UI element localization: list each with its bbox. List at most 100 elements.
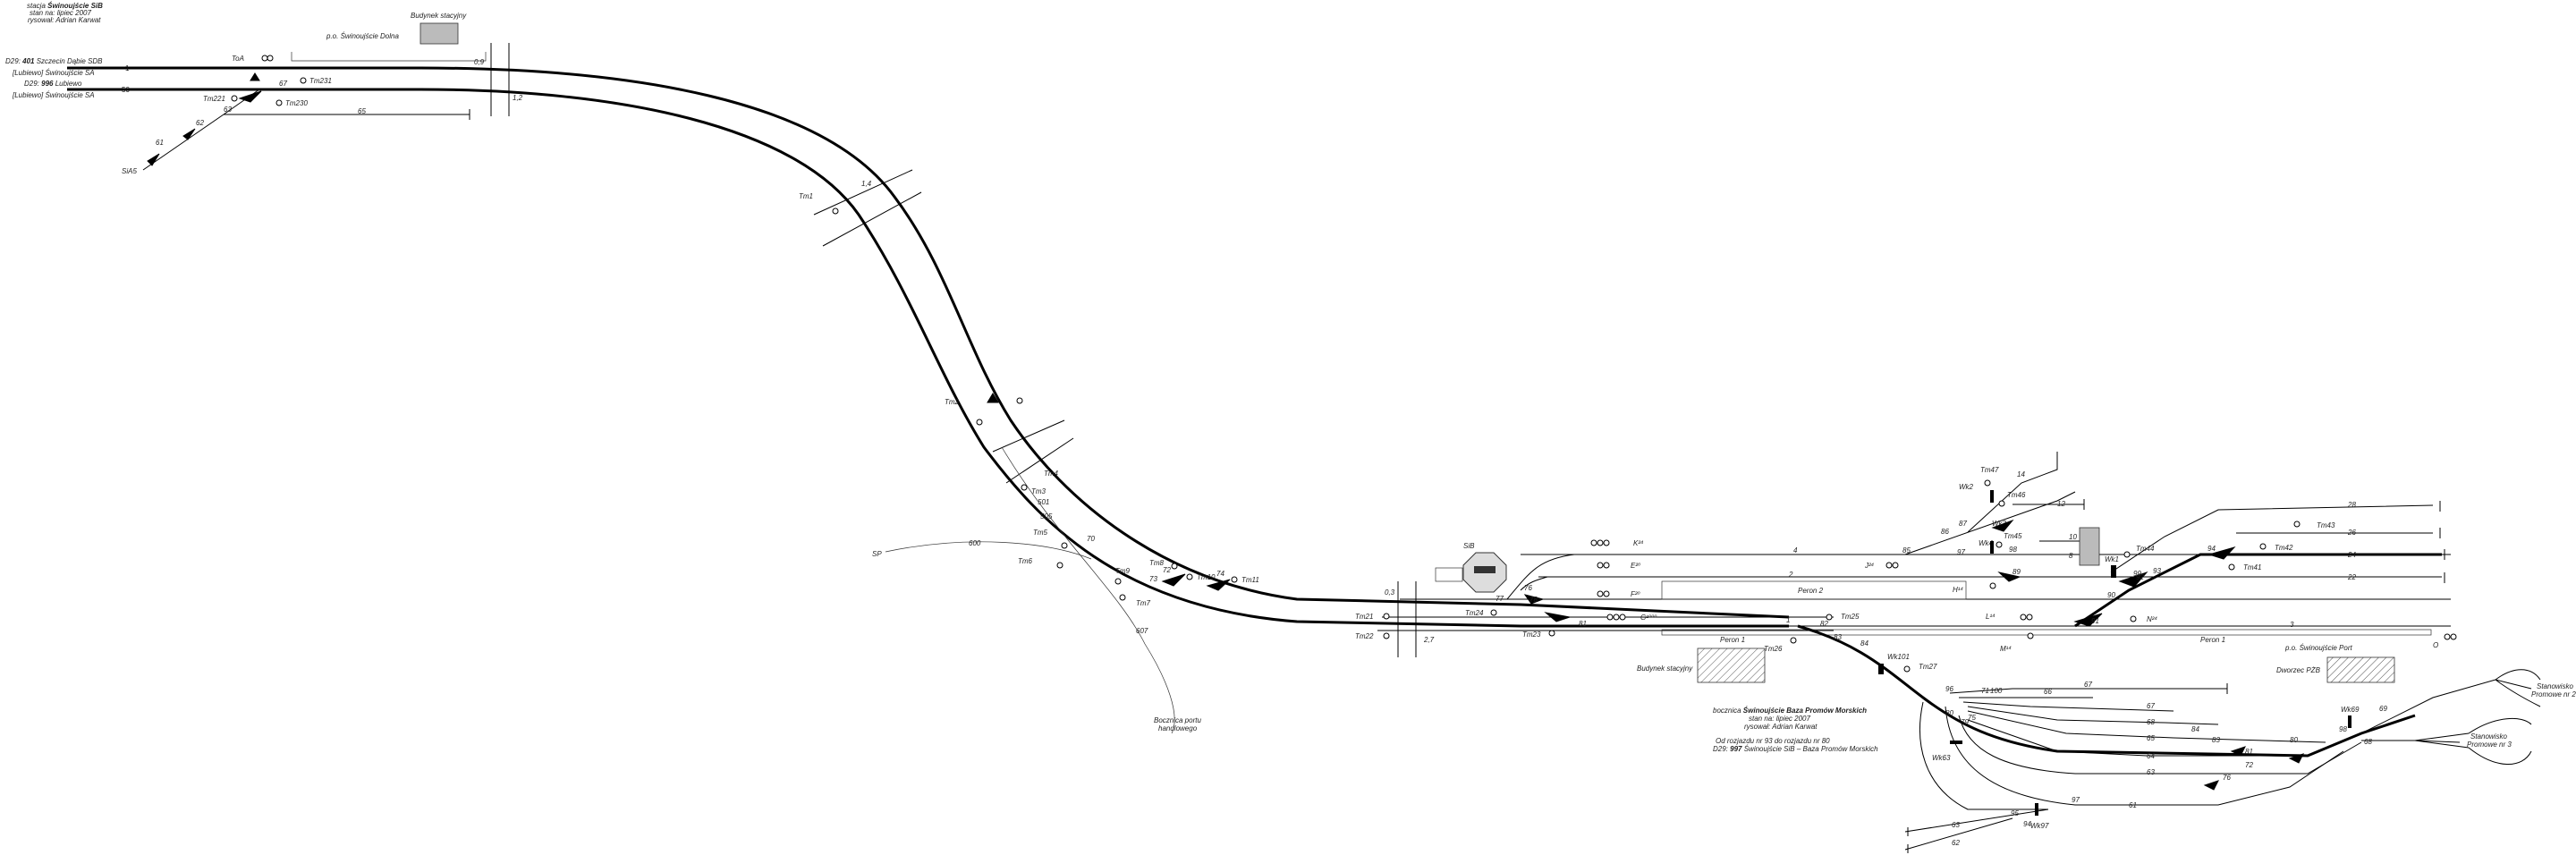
track-69: [2360, 679, 2496, 734]
signal-tm2-shape: [987, 393, 999, 403]
signal-tm221-head: [231, 95, 238, 102]
switch-76: 76: [1524, 584, 1532, 592]
cross-line-4: [1005, 437, 1074, 484]
switch-92: 92: [2136, 573, 2144, 581]
switch-67: 67: [279, 80, 287, 88]
signal-tm21-head: [1383, 613, 1390, 620]
header-line3: rysował: Adrian Karwat: [28, 16, 101, 24]
signal-tm7-head: [1119, 594, 1126, 601]
dworzec-label: Dworzec PŻB: [2276, 666, 2321, 674]
switch-72: 72: [1163, 566, 1171, 574]
signal-tm9-head: [1114, 578, 1122, 585]
signal-tm26-head: [1790, 637, 1797, 644]
signal-tm11: Tm11: [1241, 576, 1259, 584]
signal-wk1-mark: [2111, 565, 2116, 578]
siding-port-label-2: handlowego: [1158, 724, 1198, 732]
track-label-67b: 67: [2147, 702, 2155, 710]
signal-n-head: [2130, 615, 2137, 622]
bocznica-line1: bocznica Świnoujście Baza Promów Morskic…: [1713, 707, 1867, 715]
berth-3-curves: [2468, 717, 2532, 765]
track-label-65b: 65: [2147, 734, 2155, 742]
signal-g-head-1: [1606, 614, 1614, 621]
signal-l-head: [2020, 614, 2027, 621]
switch-77: 77: [1496, 595, 1504, 603]
signal-tm46-head: [1998, 500, 2005, 507]
switch-76b-frog: [2203, 780, 2219, 791]
building-bottom-label: Budynek stacyjny: [1637, 665, 1693, 673]
building-right: [2079, 527, 2100, 566]
signal-wk63: Wk63: [1932, 754, 1951, 762]
switch-85: 85: [1902, 546, 1911, 554]
signal-tm4: Tm4: [1044, 470, 1059, 478]
track-label-22: 22: [2347, 573, 2356, 581]
track-label-62: 62: [1952, 839, 1960, 847]
signal-tm23: Tm23: [1522, 631, 1541, 639]
track-62-curve: [1919, 701, 2048, 810]
signal-wk2: Wk2: [1959, 483, 1974, 491]
signal-tm11-head: [1231, 576, 1238, 583]
signal-tm21: Tm21: [1355, 613, 1373, 621]
km-mid: 1,4: [861, 180, 872, 188]
signal-tm26: Tm26: [1764, 645, 1783, 653]
signal-tm3-head: [1021, 484, 1028, 491]
track-label-28: 28: [2347, 501, 2356, 509]
signal-tm10: Tm10: [1197, 573, 1216, 581]
signal-m-head: [2027, 632, 2034, 639]
switch-96: 96: [1945, 685, 1953, 693]
signal-g-head-2: [1613, 614, 1620, 621]
switch-93: 93: [2153, 567, 2161, 575]
switch-505: 505: [1040, 512, 1053, 521]
signal-h: H¹⁴: [1953, 586, 1963, 594]
track-label-8: 8: [2069, 552, 2073, 560]
switch-98: 98: [2009, 546, 2017, 554]
switch-63: 63: [224, 106, 232, 114]
siding-port-label-1: Bocznica portu: [1154, 716, 1201, 724]
peron-1-left-label: Peron 1: [1720, 636, 1745, 644]
signal-tm43: Tm43: [2317, 521, 2335, 529]
track-label-66: 66: [2044, 688, 2052, 696]
switch-61: 61: [156, 139, 164, 147]
signal-tm22: Tm22: [1355, 632, 1374, 640]
signal-tm27-head: [1903, 665, 1911, 673]
track-67: [1949, 688, 2227, 694]
track-label-1: 1: [125, 64, 130, 72]
track-607: [1001, 446, 1175, 734]
signal-tm5: Tm5: [1033, 529, 1048, 537]
track-label-63: 63: [2147, 768, 2155, 776]
ferry-main: [1797, 624, 2416, 758]
signal-tm8: Tm8: [1149, 559, 1165, 567]
switch-75: 75: [1968, 714, 1976, 722]
stanowisko-2-line1: Stanowisko: [2537, 682, 2573, 690]
switch-94b: 94: [2023, 820, 2031, 828]
building-top: [419, 22, 459, 45]
switch-84b: 84: [2191, 725, 2199, 733]
ferry-siding: Tm26 Tm25 Wk101 Tm27 82 83 84 96 67 66 6…: [1764, 613, 2576, 853]
signal-tm41: Tm41: [2243, 563, 2261, 571]
signal-tm3: Tm3: [1031, 487, 1046, 495]
track-label-61: 61: [2129, 801, 2137, 809]
track-label-4: 4: [1793, 546, 1798, 554]
signal-tm24-head: [1490, 609, 1497, 616]
dworzec-building: [2326, 656, 2395, 683]
signal-f-head-1: [1597, 590, 1604, 597]
berth-3-fan: [2414, 732, 2470, 749]
signal-wk97-mark: [2035, 803, 2038, 816]
signal-wk69: Wk69: [2341, 706, 2360, 714]
track-63: [1958, 715, 2362, 775]
signal-tm47-head: [1984, 479, 1991, 487]
signal-tm7: Tm7: [1136, 599, 1151, 607]
signal-tm45: Tm45: [2004, 532, 2022, 540]
signal-tm231: Tm231: [309, 77, 332, 85]
signal-tm42-head: [2259, 543, 2267, 550]
signal-wk4: Wk4: [1979, 539, 1994, 547]
po-dolna-label: p.o. Świnoujście Dolna: [326, 32, 399, 40]
signal-tm1: Tm1: [799, 192, 813, 200]
signal-tm25-head: [1826, 614, 1833, 621]
signal-k-head-1: [1590, 539, 1597, 546]
track-61: [1945, 706, 2344, 806]
track-68: [1967, 706, 2219, 725]
switch-91: 91: [2091, 617, 2099, 625]
track-28: [2110, 504, 2434, 573]
peron-1: [1661, 629, 2432, 636]
